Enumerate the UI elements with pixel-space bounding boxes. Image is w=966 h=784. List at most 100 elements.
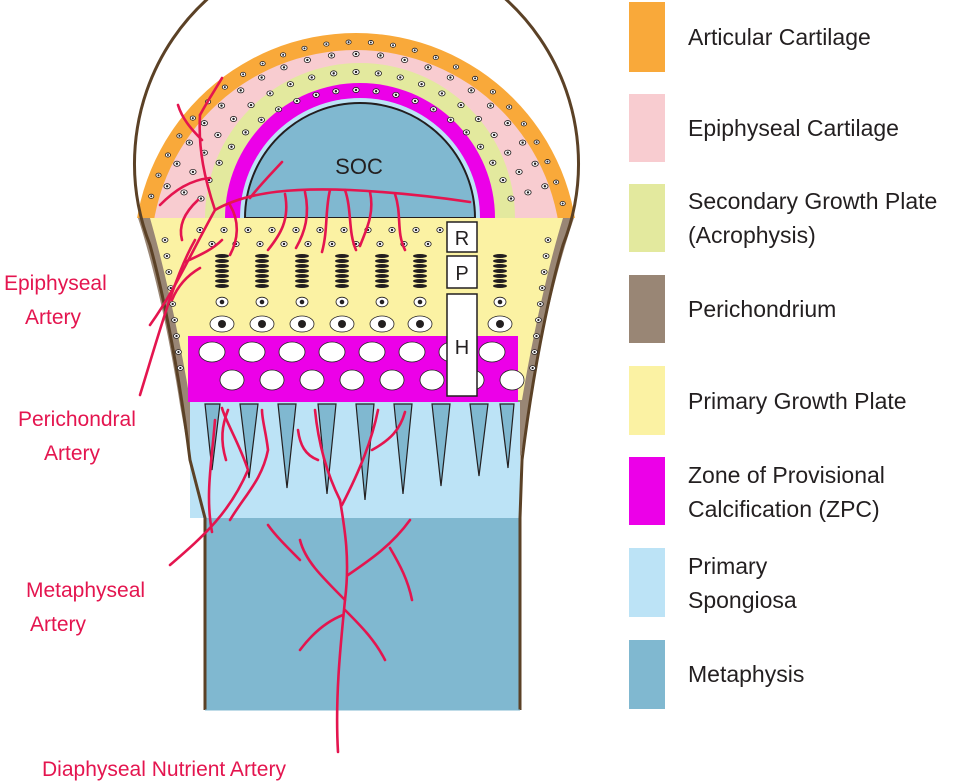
calcified-cell — [379, 369, 405, 391]
chondrocyte-nucleus — [342, 228, 346, 232]
chondrocyte-nucleus — [426, 66, 430, 69]
chondrocyte-nucleus — [354, 70, 358, 74]
epiphyseal-artery — [148, 188, 472, 327]
nutrient-branch — [266, 523, 302, 562]
chondrocyte-nucleus — [390, 228, 394, 232]
hypertrophic-zone-box — [446, 293, 478, 397]
chondrocyte-nucleus — [188, 141, 191, 144]
perichondral-branch — [183, 238, 224, 264]
proliferative-cell — [255, 284, 269, 288]
chondrocyte-nucleus — [555, 181, 558, 184]
calcified-cell — [478, 341, 506, 363]
legend-swatch-secondary-growth-plate — [629, 184, 665, 252]
proliferative-cell — [295, 279, 309, 283]
chondrocyte-nucleus — [440, 92, 444, 95]
chondrocyte-nucleus — [434, 56, 437, 59]
legend-swatch-primary-spongiosa — [629, 548, 665, 617]
proliferative-cell — [215, 279, 229, 283]
chondrocyte-nucleus — [268, 92, 272, 95]
resting-zone-letter: R — [455, 228, 469, 250]
chondrocyte-nucleus — [222, 228, 226, 232]
calcified-cell — [299, 369, 325, 391]
chondrocyte-nucleus — [306, 242, 310, 246]
calcified-cell — [238, 341, 266, 363]
epiphyseal-branch — [198, 76, 224, 117]
epiphyseal-branch — [343, 188, 358, 252]
chondrocyte-nucleus — [474, 77, 477, 80]
legend-label-metaphysis: Metaphysis — [688, 661, 804, 687]
chondrocyte-nucleus — [539, 302, 542, 306]
artery-labels: Epiphyseal Artery Perichondral Artery Me… — [4, 272, 286, 781]
chondrocyte-nucleus — [217, 161, 221, 164]
calcified-cell — [318, 341, 346, 363]
chondrocyte-nucleus — [150, 195, 153, 198]
chondrocyte-nucleus — [455, 65, 457, 68]
chondrocyte-nucleus — [391, 44, 394, 47]
calcified-cell — [499, 369, 525, 391]
chondrocyte-nucleus — [277, 108, 280, 111]
proliferative-cell — [493, 284, 507, 288]
chondrocyte-nucleus — [318, 228, 322, 232]
chondrocyte-nucleus — [157, 174, 160, 177]
proliferative-cell — [215, 269, 229, 273]
proliferative-cell — [255, 274, 269, 278]
chondrocyte-nucleus — [175, 162, 179, 165]
epiphyseal-branch — [320, 188, 332, 254]
chondrocyte-nucleus — [491, 161, 495, 164]
chondrocyte-nucleus — [449, 118, 452, 122]
proliferative-cell — [493, 264, 507, 268]
proliferative-cell — [255, 259, 269, 263]
chondrocyte-nucleus — [261, 62, 264, 65]
metaphyseal-artery-label: Metaphyseal Artery — [26, 579, 151, 636]
chondrocyte-nucleus — [426, 242, 430, 246]
legend: Articular Cartilage Epiphyseal Cartilage… — [629, 2, 937, 709]
chondrocyte-nucleus — [295, 99, 299, 103]
legend-label-primary-spongiosa: Primary Spongiosa — [688, 553, 797, 613]
chondrocyte-nucleus — [203, 121, 206, 125]
epiphyseal-branch — [228, 203, 239, 257]
nutrient-branch — [370, 410, 407, 452]
proliferative-zone-box — [446, 255, 478, 289]
proliferative-cell — [375, 264, 389, 268]
proliferative-cell — [215, 284, 229, 288]
soc-label: SOC — [335, 154, 383, 179]
chondrocyte-nucleus — [374, 90, 378, 93]
zone-boxes: R P H — [446, 221, 478, 397]
chondrocyte-nucleus — [465, 131, 468, 134]
hypertrophic-nucleus — [298, 320, 306, 328]
proliferative-cell — [375, 279, 389, 283]
chondrocyte-nucleus — [330, 242, 334, 246]
chondrocyte-nucleus — [249, 103, 253, 107]
chondrocyte-nucleus — [544, 254, 548, 258]
chondrocyte-nucleus — [198, 228, 202, 232]
legend-label-epiphyseal-cartilage: Epiphyseal Cartilage — [688, 115, 899, 141]
proliferative-cell — [493, 259, 507, 263]
proliferative-cell — [295, 264, 309, 268]
chondrocyte-nucleus — [489, 104, 492, 107]
chondrocyte-nucleus — [244, 131, 247, 134]
diaphyseal-nutrient-artery-label: Diaphyseal Nutrient Artery — [42, 758, 286, 781]
chondrocyte-nucleus — [479, 145, 482, 148]
proliferative-cell — [215, 259, 229, 263]
nutrient-branch — [298, 538, 347, 602]
legend-swatch-perichondrium — [629, 275, 665, 343]
arteries — [138, 76, 472, 754]
proliferative-cell — [413, 269, 427, 273]
chondrocyte-nucleus — [299, 299, 305, 305]
legend-swatch-epiphyseal-cartilage — [629, 94, 665, 162]
hypertrophic-nucleus — [378, 320, 386, 328]
proliferative-cell — [413, 279, 427, 283]
chondrocyte-nucleus — [537, 318, 540, 322]
chondrocyte-nucleus — [506, 151, 509, 154]
chondrocyte-nucleus — [369, 41, 372, 44]
chondrocyte-nucleus — [173, 318, 176, 322]
calcified-cell — [219, 369, 245, 391]
chondrocyte-nucleus — [310, 76, 313, 79]
proliferative-zone-letter: P — [455, 263, 468, 285]
legend-label-perichondrium: Perichondrium — [688, 296, 836, 322]
chondrocyte-nucleus — [175, 334, 178, 338]
legend-label-primary-growth-plate: Primary Growth Plate — [688, 388, 907, 414]
legend-swatch-zpc — [629, 457, 665, 525]
chondrocyte-nucleus — [508, 106, 511, 109]
proliferative-cell — [255, 254, 269, 258]
